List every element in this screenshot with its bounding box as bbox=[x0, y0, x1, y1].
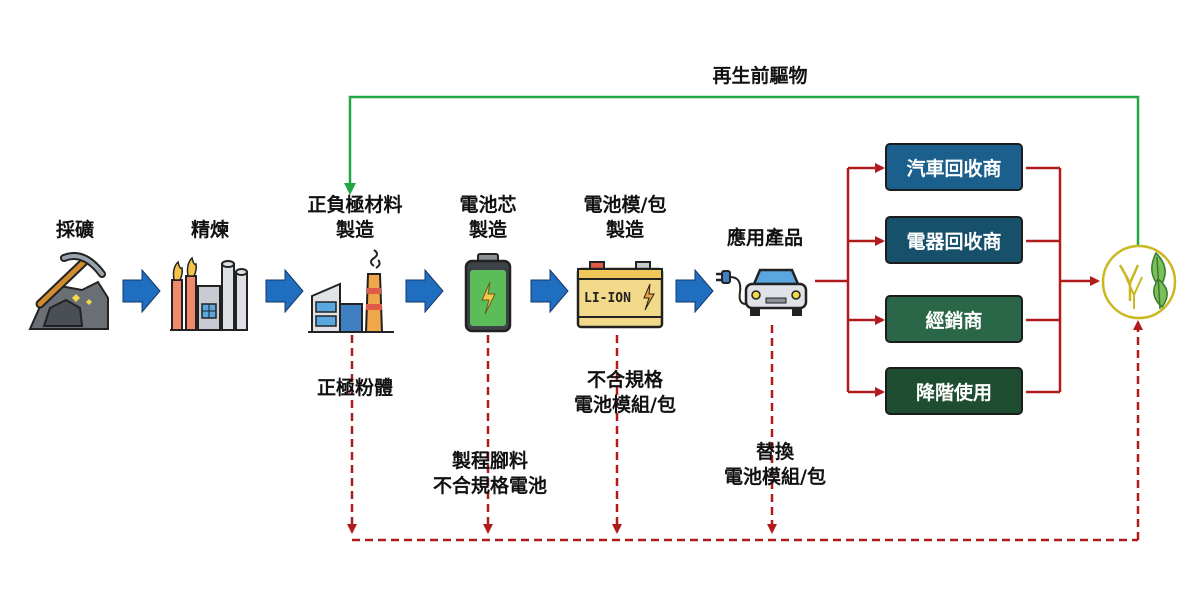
regeneration-label: 再生前驅物 bbox=[712, 65, 808, 87]
flow-arrow-2 bbox=[265, 268, 304, 314]
regeneration-loop-line bbox=[344, 95, 1140, 245]
label-replacement-module: 替換 電池模組/包 bbox=[724, 441, 826, 488]
flow-arrow-5 bbox=[675, 268, 714, 314]
stage-label-product: 應用產品 bbox=[726, 227, 803, 249]
battery-pack-icon: LI-ION bbox=[576, 261, 664, 329]
stage-label-refining: 精煉 bbox=[190, 219, 229, 241]
label-nonconforming-module: 不合規格 電池模組/包 bbox=[574, 369, 676, 416]
factory-icon bbox=[308, 249, 394, 333]
label-process-scrap: 製程腳料 不合規格電池 bbox=[432, 450, 547, 497]
distribution-lines bbox=[815, 163, 1100, 397]
channel-second-life: 降階使用 bbox=[885, 367, 1023, 415]
refinery-icon bbox=[170, 256, 248, 331]
channel-car-recycler: 汽車回收商 bbox=[885, 143, 1023, 191]
battery-cell-icon bbox=[464, 253, 512, 333]
mining-icon bbox=[28, 252, 109, 330]
stage-label-cell: 電池芯 製造 bbox=[459, 194, 517, 241]
waste-lines bbox=[347, 320, 1143, 542]
stage-label-mining: 採礦 bbox=[55, 219, 94, 241]
stage-label-pack: 電池模/包 製造 bbox=[583, 194, 667, 241]
recycler-logo bbox=[1101, 244, 1177, 320]
flow-arrow-1 bbox=[122, 268, 161, 314]
stage-label-cathode-anode: 正負極材料 製造 bbox=[307, 194, 403, 241]
channel-distributor: 經銷商 bbox=[885, 295, 1023, 343]
battery-pack-text: LI-ION bbox=[584, 291, 631, 306]
flow-arrow-4 bbox=[530, 268, 569, 314]
flow-arrow-3 bbox=[405, 268, 444, 314]
flow-arrows bbox=[122, 268, 714, 314]
electric-car-icon bbox=[716, 268, 808, 316]
label-cathode-powder: 正極粉體 bbox=[316, 377, 393, 399]
channel-appliance-recycler: 電器回收商 bbox=[885, 216, 1023, 264]
